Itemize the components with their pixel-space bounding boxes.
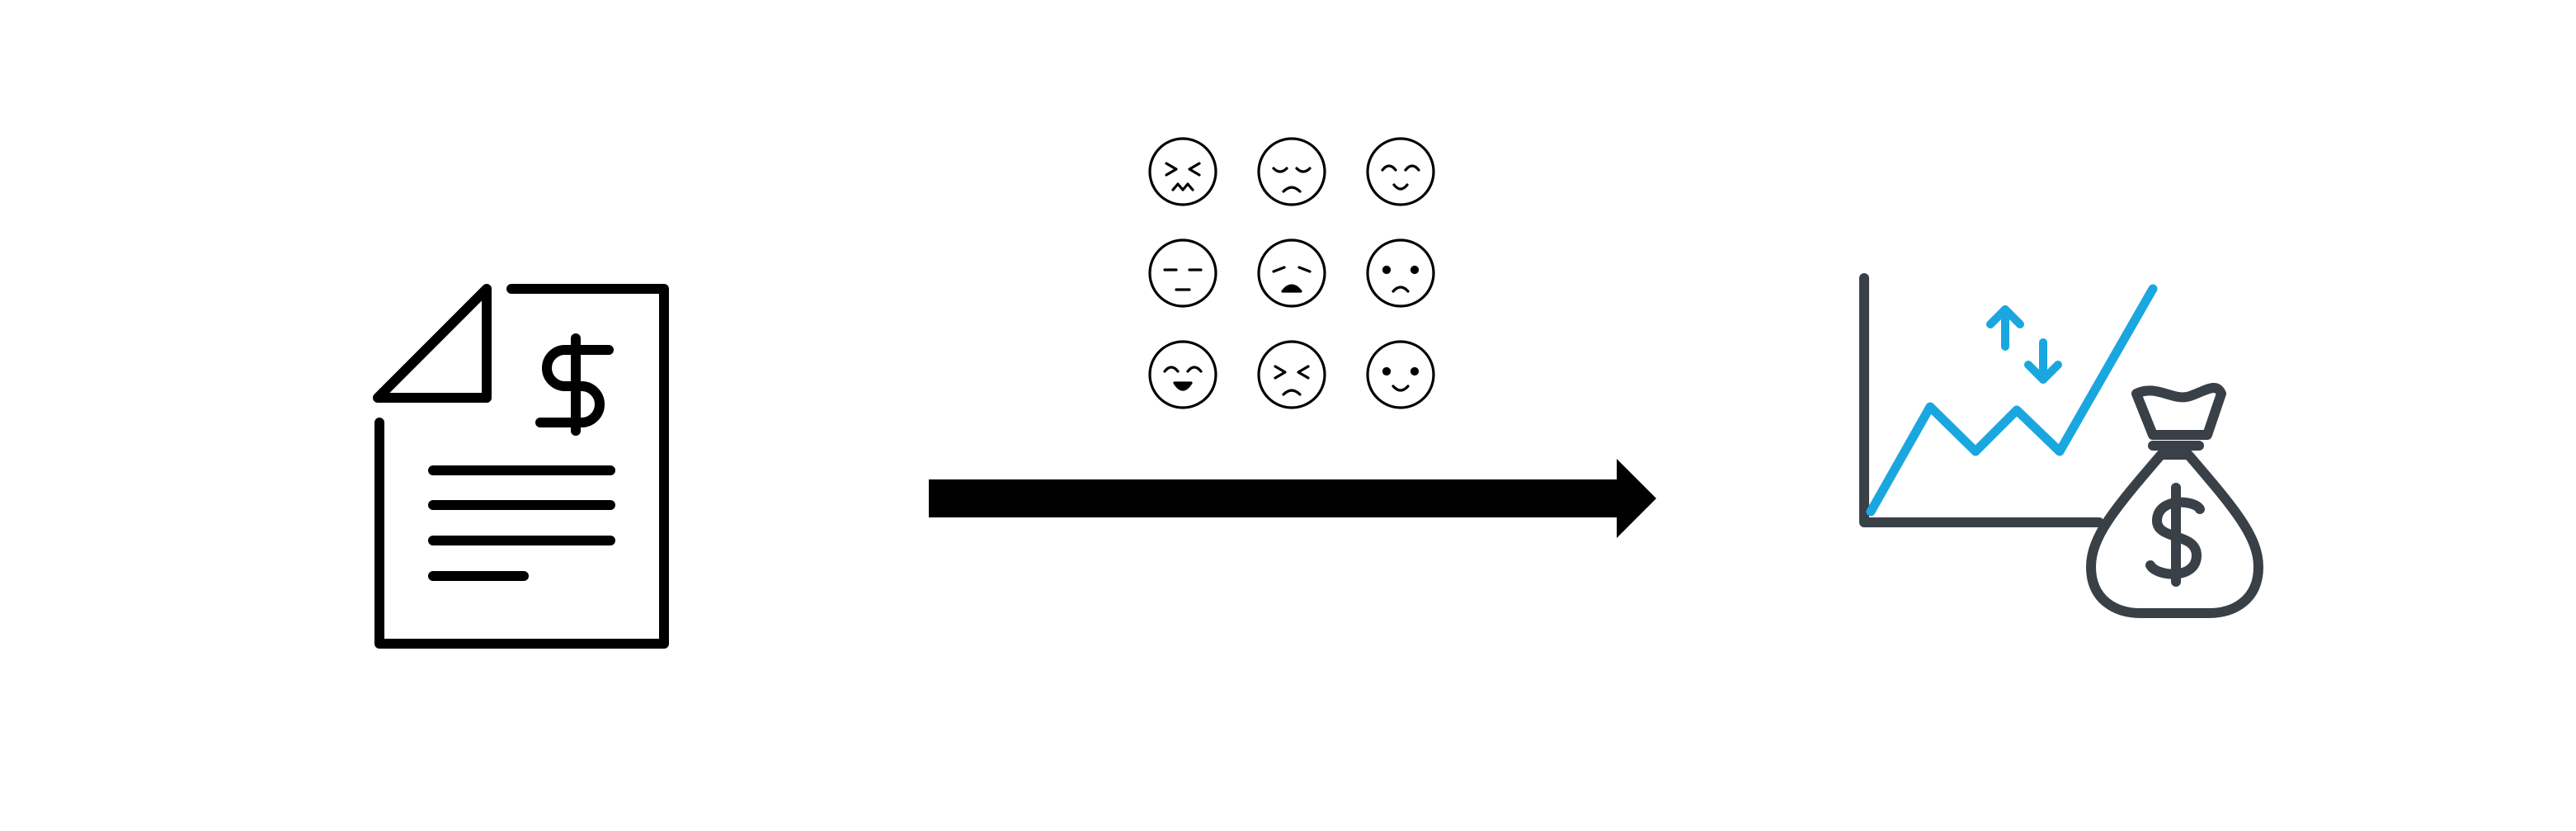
dollar-sign-icon xyxy=(535,333,614,436)
trend-line xyxy=(1866,284,2158,517)
financial-document-icon xyxy=(363,272,676,660)
laughing-face-icon xyxy=(1148,340,1217,409)
dollar-sign-icon xyxy=(2145,483,2205,587)
down-arrow-icon xyxy=(2024,338,2062,384)
smiling-face-icon xyxy=(1366,340,1435,409)
page-outline xyxy=(374,284,669,649)
arrow-right-icon xyxy=(924,452,1666,545)
stock-chart-money-bag-icon xyxy=(1844,260,2272,631)
chart-axes xyxy=(1859,273,2104,527)
frustrated-face-icon xyxy=(1257,340,1326,409)
neutral-face-icon xyxy=(1148,238,1217,308)
up-arrow-icon xyxy=(1986,305,2024,351)
emotion-face-grid xyxy=(1138,129,1452,418)
sleepy-sad-face-icon xyxy=(1257,137,1326,206)
squint-face-icon xyxy=(1148,137,1217,206)
shocked-sad-face-icon xyxy=(1257,238,1326,308)
folded-corner xyxy=(373,284,492,403)
worried-face-icon xyxy=(1366,238,1435,308)
happy-face-icon xyxy=(1366,137,1435,206)
